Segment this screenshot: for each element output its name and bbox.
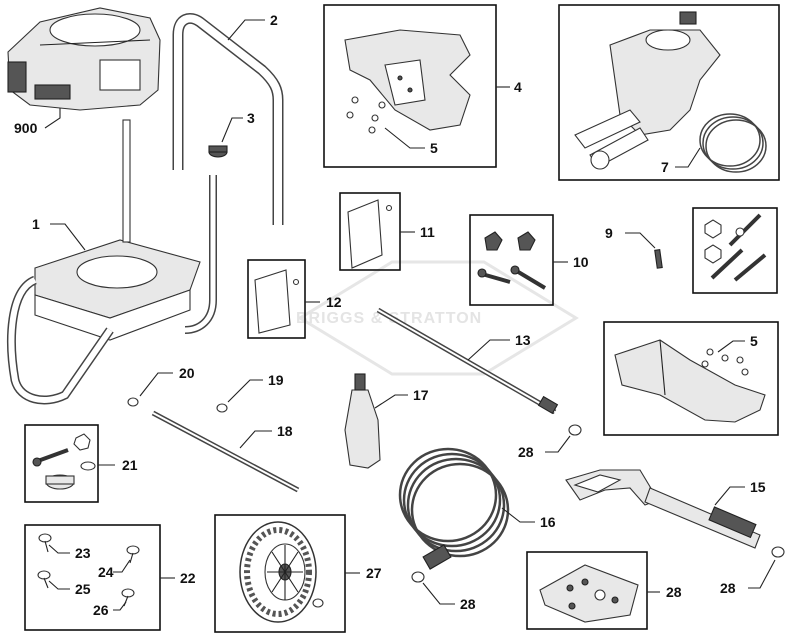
handle-part-2[interactable]: [172, 13, 284, 225]
hardware-part-21[interactable]: [32, 433, 96, 490]
box-part-5b: [603, 321, 779, 436]
oring-part-28a[interactable]: [568, 424, 582, 436]
callout-17: 17: [413, 387, 429, 403]
callout-28a: 28: [518, 444, 534, 460]
bottle-part-17[interactable]: [344, 373, 381, 469]
screw-part-23[interactable]: [38, 533, 52, 553]
callout-23: 23: [75, 545, 91, 561]
pin-part-9[interactable]: [654, 249, 663, 269]
callout-2: 2: [270, 12, 278, 28]
callout-4: 4: [514, 79, 522, 95]
decal-part-11[interactable]: [347, 199, 393, 269]
screw-part-24[interactable]: [126, 545, 140, 564]
bolts-hardware[interactable]: [704, 213, 767, 282]
callout-18: 18: [277, 423, 293, 439]
cap-part-3[interactable]: [208, 145, 228, 158]
pump-part-7[interactable]: [574, 11, 767, 173]
spray-gun-part-15[interactable]: [565, 469, 785, 558]
callout-28b: 28: [460, 596, 476, 612]
callout-20: 20: [179, 365, 195, 381]
screws-part-5a[interactable]: [346, 96, 386, 134]
screw-part-25[interactable]: [37, 570, 51, 589]
callout-5a: 5: [430, 140, 438, 156]
callout-25: 25: [75, 581, 91, 597]
watermark: BRIGGS & STRATTON: [296, 260, 579, 376]
callout-16: 16: [540, 514, 556, 530]
oring-part-19[interactable]: [216, 403, 228, 413]
callout-22: 22: [180, 570, 196, 586]
callout-7: 7: [661, 159, 669, 175]
box-part-28: [526, 551, 648, 630]
callout-24: 24: [98, 564, 114, 580]
bracket-part-4[interactable]: [344, 29, 471, 131]
callout-15: 15: [750, 479, 766, 495]
decal-part-12[interactable]: [254, 269, 300, 334]
tube-part-18[interactable]: [151, 410, 300, 493]
engine-part-900[interactable]: [7, 7, 161, 111]
callout-10: 10: [573, 254, 589, 270]
screw-part-26[interactable]: [121, 588, 135, 607]
box-part-12: [247, 259, 306, 339]
knobs-bolts-part-10[interactable]: [477, 231, 547, 290]
box-part-7: [558, 4, 780, 181]
box-part-10: [469, 214, 554, 306]
callout-9: 9: [605, 225, 613, 241]
oring-part-20[interactable]: [127, 397, 139, 407]
callout-26: 26: [93, 602, 109, 618]
bracket-part-5b[interactable]: [614, 339, 766, 423]
callout-19: 19: [268, 372, 284, 388]
callout-13: 13: [515, 332, 531, 348]
callout-27: 27: [366, 565, 382, 581]
callout-11: 11: [420, 224, 435, 240]
callout-21: 21: [122, 457, 138, 473]
callout-3: 3: [247, 110, 255, 126]
callout-900: 900: [14, 120, 38, 136]
callout-1: 1: [32, 216, 40, 232]
box-part-21: [24, 424, 99, 503]
wheel-part-27[interactable]: [239, 521, 324, 623]
hose-part-16[interactable]: [398, 447, 510, 583]
box-part-4: [323, 4, 497, 168]
wand-part-13[interactable]: [376, 307, 559, 415]
callout-28d: 28: [666, 584, 682, 600]
screws-part-5b[interactable]: [701, 348, 749, 376]
frame-part-1[interactable]: [7, 119, 217, 405]
nozzle-set-part-28[interactable]: [539, 564, 639, 623]
callout-12: 12: [326, 294, 342, 310]
callout-5b: 5: [750, 333, 758, 349]
callout-28c: 28: [720, 580, 736, 596]
box-hardware: [692, 207, 778, 294]
